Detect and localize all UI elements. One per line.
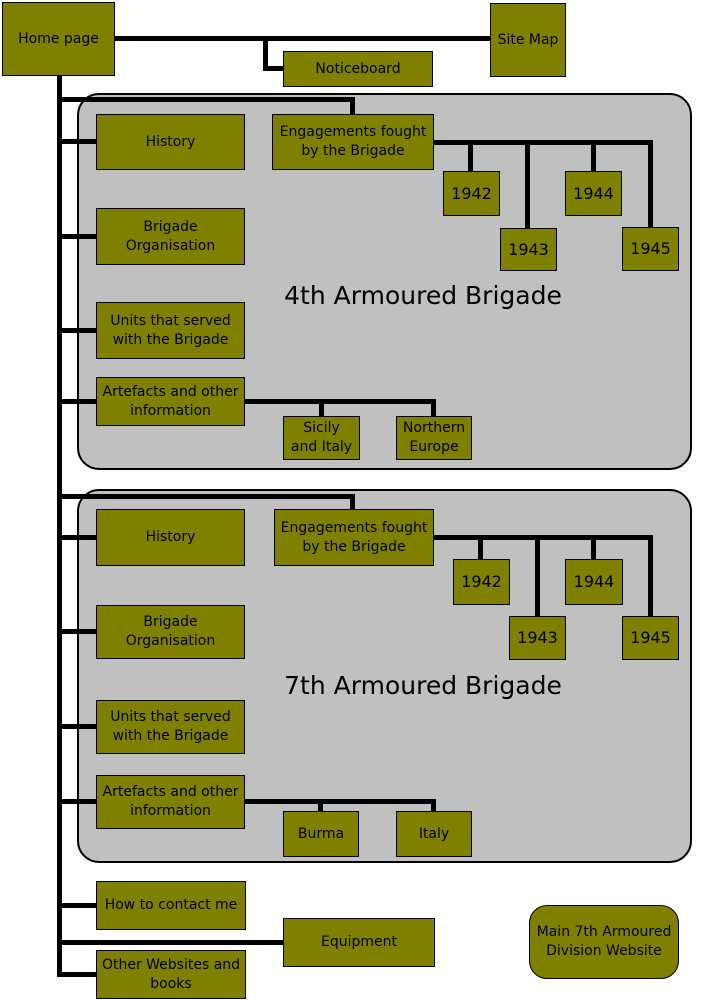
node-other-websites-and-books[interactable]: Other Websites and books — [96, 950, 246, 999]
connector-line — [535, 540, 540, 616]
node-artefacts-4th[interactable]: Artefacts and other information — [96, 377, 245, 426]
connector-line — [263, 36, 268, 68]
section-title-7th-armoured-brigade: 7th Armoured Brigade — [284, 671, 562, 700]
connector-line — [59, 494, 355, 499]
connector-line — [434, 140, 653, 145]
node-engagements-7th[interactable]: Engagements fought by the Brigade — [274, 509, 434, 566]
node-burma[interactable]: Burma — [283, 811, 359, 857]
node-main-7th-armoured-division-website[interactable]: Main 7th Armoured Division Website — [529, 905, 679, 979]
node-sicily-and-italy[interactable]: Sicily and Italy — [283, 416, 360, 460]
node-northern-europe[interactable]: Northern Europe — [396, 416, 472, 460]
connector-line — [525, 145, 530, 228]
node-italy[interactable]: Italy — [396, 811, 472, 857]
connector-line — [245, 799, 436, 804]
connector-line — [57, 76, 62, 977]
node-equipment[interactable]: Equipment — [283, 918, 435, 967]
connector-line — [431, 804, 436, 813]
connector-line — [59, 234, 98, 239]
node-history-7th[interactable]: History — [96, 509, 245, 566]
connector-line — [263, 66, 285, 71]
connector-line — [59, 903, 98, 908]
connector-line — [59, 535, 98, 540]
connector-line — [59, 724, 98, 729]
connector-line — [59, 139, 98, 144]
node-brigade-organisation-4th[interactable]: Brigade Organisation — [96, 208, 245, 265]
node-1945-4th[interactable]: 1945 — [622, 227, 679, 271]
connector-line — [59, 799, 98, 804]
node-1942-7th[interactable]: 1942 — [453, 559, 510, 605]
connector-line — [350, 494, 355, 509]
connector-line — [59, 328, 98, 333]
connector-line — [59, 629, 98, 634]
connector-line — [115, 36, 490, 41]
node-units-4th[interactable]: Units that served with the Brigade — [96, 302, 245, 359]
connector-line — [648, 145, 653, 227]
node-artefacts-7th[interactable]: Artefacts and other information — [96, 775, 245, 829]
node-history-4th[interactable]: History — [96, 114, 245, 170]
node-1944-4th[interactable]: 1944 — [565, 171, 622, 216]
node-1944-7th[interactable]: 1944 — [565, 559, 623, 605]
connector-line — [591, 145, 596, 171]
section-title-4th-armoured-brigade: 4th Armoured Brigade — [284, 281, 562, 310]
connector-line — [59, 972, 98, 977]
node-1943-4th[interactable]: 1943 — [500, 228, 557, 271]
connector-line — [245, 399, 436, 404]
connector-line — [434, 535, 653, 540]
node-1945-7th[interactable]: 1945 — [622, 616, 679, 660]
node-engagements-4th[interactable]: Engagements fought by the Brigade — [272, 114, 434, 170]
node-how-to-contact-me[interactable]: How to contact me — [96, 881, 246, 930]
connector-line — [59, 97, 355, 102]
node-units-7th[interactable]: Units that served with the Brigade — [96, 700, 245, 754]
node-brigade-organisation-7th[interactable]: Brigade Organisation — [96, 605, 245, 659]
connector-line — [468, 145, 473, 171]
connector-line — [591, 540, 596, 559]
connector-line — [648, 540, 653, 616]
node-noticeboard[interactable]: Noticeboard — [283, 51, 433, 87]
connector-line — [59, 399, 98, 404]
connector-line — [319, 404, 324, 416]
connector-line — [478, 540, 483, 559]
node-1943-7th[interactable]: 1943 — [509, 616, 566, 660]
connector-line — [57, 940, 283, 945]
node-1942-4th[interactable]: 1942 — [443, 171, 500, 216]
connector-line — [318, 804, 323, 813]
node-home-page[interactable]: Home page — [2, 2, 115, 76]
node-site-map[interactable]: Site Map — [490, 3, 566, 77]
connector-line — [431, 404, 436, 416]
connector-line — [350, 97, 355, 114]
